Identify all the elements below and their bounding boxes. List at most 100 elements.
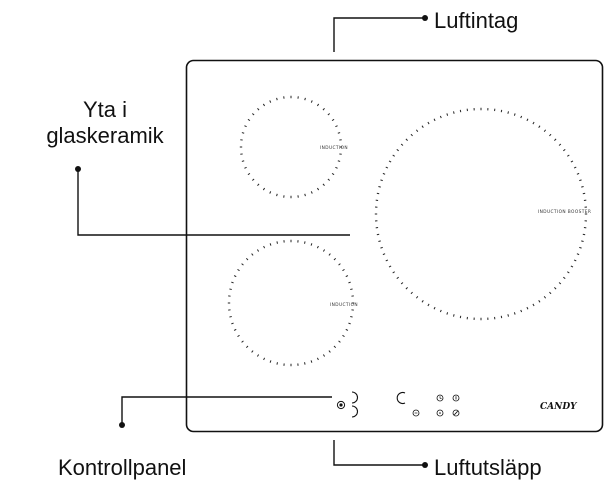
zone-dot <box>433 118 436 122</box>
zone-dot <box>322 354 326 357</box>
zone-dot <box>333 345 337 349</box>
control-panel <box>336 391 460 418</box>
hob-glass-outline <box>185 59 604 433</box>
zone-dot <box>415 129 419 132</box>
zone-dot <box>276 241 278 244</box>
zone-dot <box>573 259 577 262</box>
zone-dot <box>400 282 404 285</box>
zone-dot <box>392 154 395 157</box>
zone-dot <box>576 172 580 175</box>
zone-dot <box>263 245 266 249</box>
zone-dot <box>262 187 266 191</box>
zone-dot <box>269 191 272 194</box>
zone-dot <box>263 357 266 361</box>
zone-dot <box>335 166 338 169</box>
zone-dot <box>538 300 541 303</box>
cooking-zone-bottom-left <box>227 239 355 367</box>
clock-icon[interactable] <box>436 394 444 402</box>
zone-dot <box>427 303 430 307</box>
zone-dot <box>410 291 413 295</box>
zone-dot <box>579 246 582 249</box>
zone-dot <box>543 296 547 299</box>
zone-dot <box>549 133 552 137</box>
zone-dot <box>328 253 331 256</box>
zone-dot <box>570 160 574 163</box>
plus-icon[interactable] <box>351 391 358 404</box>
zone-dot <box>269 360 272 363</box>
zone-dot <box>256 354 260 357</box>
air-intake-leader <box>333 17 425 52</box>
zone-dot <box>322 183 325 187</box>
zone-dot <box>244 125 247 128</box>
zone-dot <box>310 360 313 363</box>
zone-dot <box>378 240 381 242</box>
zone-dot <box>396 276 399 280</box>
zone-dot <box>251 113 255 116</box>
zone-dot <box>532 303 535 307</box>
zone-label-right: INDUCTION BOOSTER <box>538 209 591 215</box>
zone-dot <box>345 328 349 331</box>
glass-ceramic-surface-label: Yta i glaskeramik <box>30 97 180 149</box>
lock-icon[interactable] <box>452 409 460 417</box>
power-icon[interactable] <box>336 400 346 410</box>
zone-dot <box>247 118 251 122</box>
zone-dot <box>276 97 278 101</box>
zone-dot <box>415 296 419 299</box>
brand-logo: CANDY <box>540 402 578 412</box>
zone-dot <box>276 362 278 365</box>
zone-dot <box>262 103 266 107</box>
zone-dot <box>310 191 313 194</box>
zone-dot <box>446 113 449 116</box>
zone-dot <box>304 362 306 365</box>
zone-dot <box>567 154 570 157</box>
zone-dot <box>576 253 580 256</box>
zone-dot <box>570 265 574 268</box>
zone-dot <box>316 187 320 191</box>
zone-dot <box>231 322 234 325</box>
zone-dot <box>439 309 442 313</box>
zone-dot <box>378 186 381 188</box>
zone-dot <box>229 288 232 290</box>
zone-dot <box>513 113 516 116</box>
dot-small-icon[interactable] <box>436 409 444 417</box>
zone-label-bottom-left: INDUCTION <box>330 302 358 308</box>
zone-dot <box>563 148 566 152</box>
zone-dot <box>549 291 552 295</box>
zone-dot <box>405 287 408 290</box>
zone-dot <box>338 340 341 343</box>
zone-dot <box>241 340 244 343</box>
glass-leader-dot <box>75 166 81 172</box>
minus-icon[interactable] <box>351 405 358 418</box>
zone-dot <box>251 253 254 256</box>
zone-dot <box>532 121 535 125</box>
zone-dot <box>237 268 240 272</box>
zone-dot <box>396 148 399 152</box>
control-leader <box>121 396 332 425</box>
zone-dot <box>513 312 516 315</box>
zone-dot <box>526 306 529 310</box>
zone-dot <box>382 172 386 175</box>
zone-dot <box>520 309 523 313</box>
air-outlet-leader-dot <box>422 462 428 468</box>
zone-dot <box>538 125 541 128</box>
zone-dot <box>581 240 584 242</box>
cooking-zone-top-left <box>239 95 343 199</box>
zone-dot <box>316 245 319 249</box>
zone-dot <box>573 166 577 169</box>
zone-dot <box>327 178 331 181</box>
zone-dot <box>331 172 335 176</box>
zone-dot <box>241 263 244 266</box>
zone-dot <box>256 249 260 252</box>
zone-dot <box>337 132 341 134</box>
zone-dot <box>251 350 254 353</box>
minus-small-icon[interactable] <box>412 409 420 417</box>
zone-dot <box>276 193 278 197</box>
zone-dot <box>581 186 584 188</box>
zone-dot <box>558 143 562 146</box>
timer-icon[interactable] <box>452 394 460 402</box>
booster-icon[interactable] <box>396 391 406 405</box>
zone-dot <box>554 138 557 141</box>
zone-dot <box>439 115 442 119</box>
zone-dot <box>563 276 566 280</box>
control-leader-dot <box>119 422 125 428</box>
